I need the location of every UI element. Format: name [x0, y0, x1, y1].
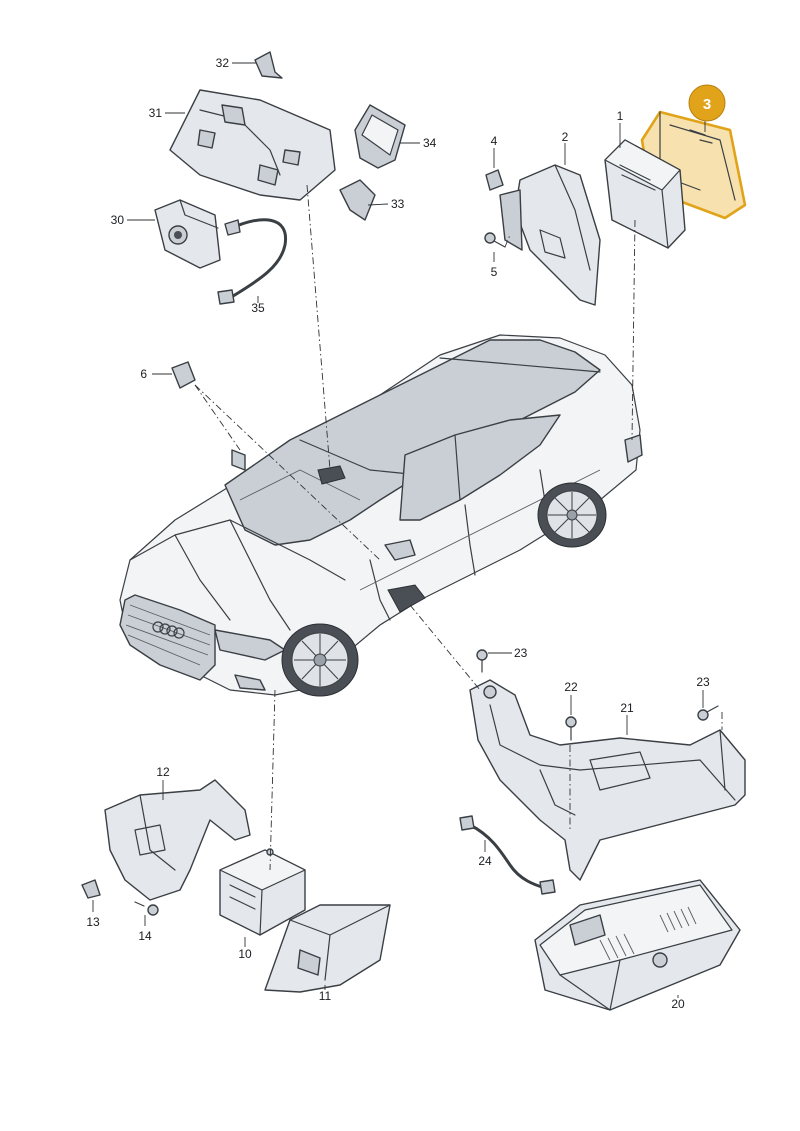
car-illustration [119, 334, 643, 697]
part-30-camera[interactable] [154, 199, 221, 269]
part-4-grommet[interactable] [485, 169, 504, 191]
callout-32[interactable]: 32 [216, 56, 230, 70]
part-10-control-module[interactable] [219, 848, 306, 936]
callout-21[interactable]: 21 [620, 701, 634, 715]
part-23a-screw[interactable] [476, 649, 488, 673]
callout-22[interactable]: 22 [564, 680, 578, 694]
part-24-cable[interactable] [459, 815, 556, 895]
part-22-screw[interactable] [565, 716, 577, 741]
part-35-cable[interactable] [217, 218, 287, 305]
part-6-sensor[interactable] [171, 361, 196, 389]
highlight-badge-part-3[interactable]: 3 [688, 84, 726, 132]
callout-31[interactable]: 31 [149, 106, 163, 120]
callout-23b[interactable]: 23 [696, 675, 710, 689]
callout-33[interactable]: 33 [391, 197, 405, 211]
part-5-screw[interactable] [484, 232, 506, 248]
callout-14[interactable]: 14 [138, 929, 152, 943]
callout-35[interactable]: 35 [251, 301, 265, 315]
callout-23a[interactable]: 23 [514, 646, 528, 660]
callout-12[interactable]: 12 [156, 765, 170, 779]
callout-24[interactable]: 24 [478, 854, 492, 868]
callout-5[interactable]: 5 [491, 265, 498, 279]
part-12-bracket[interactable] [104, 779, 251, 901]
callout-11[interactable]: 11 [319, 989, 332, 1003]
callout-2[interactable]: 2 [562, 130, 569, 144]
part-2-bracket[interactable] [499, 164, 601, 306]
callout-13[interactable]: 13 [86, 915, 100, 929]
part-32-clip[interactable] [254, 51, 283, 79]
callout-10[interactable]: 10 [238, 947, 252, 961]
callout-labels: 1 2 4 5 6 10 11 12 13 14 20 21 22 23 23 … [86, 56, 710, 1011]
part-13-clip[interactable] [81, 879, 101, 899]
part-20-control-module[interactable] [534, 879, 741, 1011]
callout-1[interactable]: 1 [617, 109, 624, 123]
part-21-bracket[interactable] [469, 679, 746, 881]
callout-34[interactable]: 34 [423, 136, 437, 150]
part-14-screw[interactable] [134, 901, 159, 916]
part-33-cap[interactable] [339, 179, 376, 221]
part-34-cover[interactable] [354, 104, 406, 169]
callout-4[interactable]: 4 [491, 134, 498, 148]
assembly-center-lines [194, 184, 723, 871]
callout-30[interactable]: 30 [111, 213, 125, 227]
part-31-camera-mount[interactable] [169, 89, 336, 201]
badge-label: 3 [703, 96, 711, 113]
part-1-control-module[interactable] [604, 139, 686, 249]
callout-20[interactable]: 20 [671, 997, 685, 1011]
part-11-holder[interactable] [264, 904, 391, 993]
callout-6[interactable]: 6 [140, 367, 147, 381]
part-23b-screw[interactable] [697, 705, 719, 721]
callout-leader-lines [92, 62, 704, 998]
